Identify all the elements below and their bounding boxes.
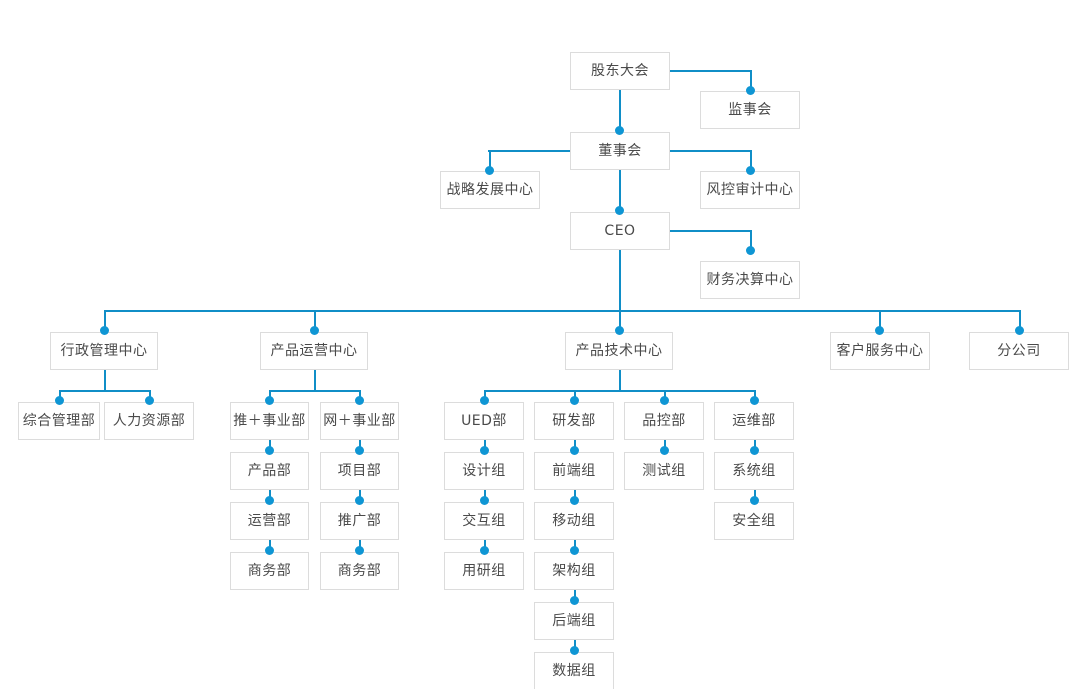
connector-dot-qc-dept — [660, 396, 669, 405]
connector-board-to-risk-h — [670, 150, 752, 152]
connector-dot-ued-dept — [480, 396, 489, 405]
connector-dot-risk — [746, 166, 755, 175]
connector-dot-wang-plus-division — [355, 396, 364, 405]
node-finance-settlement-center[interactable]: 财务决算中心 — [700, 261, 800, 299]
connector-productops-stem-v — [314, 370, 316, 392]
connector-dot-admin-center — [100, 326, 109, 335]
connector-dot-test-group — [660, 446, 669, 455]
connector-dot-promotion-dept — [355, 496, 364, 505]
connector-mainbar-to-producttech-v — [619, 310, 621, 332]
node-human-resources-dept[interactable]: 人力资源部 — [104, 402, 194, 440]
connector-board-to-strategy-h — [488, 150, 570, 152]
connector-dot-board — [615, 126, 624, 135]
node-promotion-dept[interactable]: 推广部 — [320, 502, 399, 540]
node-tui-plus-division[interactable]: 推＋事业部 — [230, 402, 309, 440]
connector-dot-business-dept-b — [355, 546, 364, 555]
node-board-of-directors[interactable]: 董事会 — [570, 132, 670, 170]
connector-dot-business-dept-a — [265, 546, 274, 555]
node-test-group[interactable]: 测试组 — [624, 452, 704, 490]
connector-shareholders-to-board-v — [619, 90, 621, 132]
connector-shareholders-to-supervisory-h — [670, 70, 752, 72]
connector-dot-product-operation-center — [310, 326, 319, 335]
connector-productops-bar-h — [269, 390, 361, 392]
connector-dot-general-management — [55, 396, 64, 405]
node-ops-dept[interactable]: 运维部 — [714, 402, 794, 440]
node-architecture-group[interactable]: 架构组 — [534, 552, 614, 590]
connector-dot-system-group — [750, 446, 759, 455]
connector-ceo-to-finance-h — [670, 230, 752, 232]
node-operation-dept[interactable]: 运营部 — [230, 502, 309, 540]
connector-producttech-bar-h — [484, 390, 756, 392]
connector-dot-product-dept — [265, 446, 274, 455]
connector-dot-strategy — [485, 166, 494, 175]
node-general-management-dept[interactable]: 综合管理部 — [18, 402, 100, 440]
node-supervisory-board[interactable]: 监事会 — [700, 91, 800, 129]
connector-dot-finance — [746, 246, 755, 255]
connector-dot-frontend-group — [570, 446, 579, 455]
connector-dot-rd-dept — [570, 396, 579, 405]
connector-dot-security-group — [750, 496, 759, 505]
node-user-research-group[interactable]: 用研组 — [444, 552, 524, 590]
connector-shareholders-to-supervisory-v — [750, 70, 752, 92]
node-frontend-group[interactable]: 前端组 — [534, 452, 614, 490]
node-product-operation-center[interactable]: 产品运营中心 — [260, 332, 368, 370]
node-admin-management-center[interactable]: 行政管理中心 — [50, 332, 158, 370]
node-data-group[interactable]: 数据组 — [534, 652, 614, 689]
node-wang-plus-division[interactable]: 网＋事业部 — [320, 402, 399, 440]
node-product-technology-center[interactable]: 产品技术中心 — [565, 332, 673, 370]
connector-board-to-risk-v — [750, 150, 752, 172]
node-product-dept[interactable]: 产品部 — [230, 452, 309, 490]
connector-dot-tui-plus-division — [265, 396, 274, 405]
connector-dot-interaction-group — [480, 496, 489, 505]
connector-admin-stem-v — [104, 370, 106, 392]
connector-board-to-ceo-v — [619, 170, 621, 212]
node-business-dept-a[interactable]: 商务部 — [230, 552, 309, 590]
connector-mainbar-to-customerservice-v — [879, 310, 881, 332]
connector-dot-human-resources — [145, 396, 154, 405]
node-business-dept-b[interactable]: 商务部 — [320, 552, 399, 590]
connector-board-to-strategy-v — [489, 150, 491, 172]
node-rd-dept[interactable]: 研发部 — [534, 402, 614, 440]
connector-dot-branch-company — [1015, 326, 1024, 335]
connector-mainbar-to-branch-v — [1019, 310, 1021, 332]
connector-dot-product-technology-center — [615, 326, 624, 335]
connector-dot-user-research-group — [480, 546, 489, 555]
node-branch-company[interactable]: 分公司 — [969, 332, 1069, 370]
node-ceo[interactable]: CEO — [570, 212, 670, 250]
node-design-group[interactable]: 设计组 — [444, 452, 524, 490]
connector-dot-supervisory — [746, 86, 755, 95]
connector-ceo-to-mainbar-v — [619, 250, 621, 312]
connector-dot-ceo — [615, 206, 624, 215]
node-qc-dept[interactable]: 品控部 — [624, 402, 704, 440]
connector-admin-bar-h — [59, 390, 151, 392]
node-backend-group[interactable]: 后端组 — [534, 602, 614, 640]
connector-ceo-to-finance-v — [750, 230, 752, 252]
connector-dot-project-dept — [355, 446, 364, 455]
connector-dot-mobile-group — [570, 496, 579, 505]
node-shareholders-meeting[interactable]: 股东大会 — [570, 52, 670, 90]
connector-dot-ops-dept — [750, 396, 759, 405]
connector-dot-backend-group — [570, 596, 579, 605]
node-interaction-group[interactable]: 交互组 — [444, 502, 524, 540]
connector-mainbar-to-productops-v — [314, 310, 316, 332]
node-risk-control-audit-center[interactable]: 风控审计中心 — [700, 171, 800, 209]
node-strategy-development-center[interactable]: 战略发展中心 — [440, 171, 540, 209]
node-security-group[interactable]: 安全组 — [714, 502, 794, 540]
connector-dot-operation-dept — [265, 496, 274, 505]
connector-dot-customer-service-center — [875, 326, 884, 335]
connector-dot-data-group — [570, 646, 579, 655]
connector-dot-architecture-group — [570, 546, 579, 555]
connector-mainbar-to-admin-v — [104, 310, 106, 332]
node-ued-dept[interactable]: UED部 — [444, 402, 524, 440]
connector-dot-design-group — [480, 446, 489, 455]
node-system-group[interactable]: 系统组 — [714, 452, 794, 490]
node-project-dept[interactable]: 项目部 — [320, 452, 399, 490]
main-distribution-bar — [104, 310, 1021, 312]
node-customer-service-center[interactable]: 客户服务中心 — [830, 332, 930, 370]
connector-producttech-stem-v — [619, 370, 621, 392]
node-mobile-group[interactable]: 移动组 — [534, 502, 614, 540]
